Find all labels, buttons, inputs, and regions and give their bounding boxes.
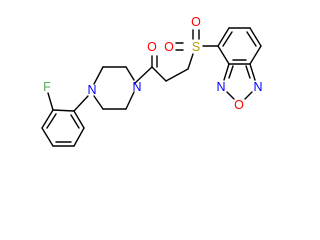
atom-label-sulfur: S: [192, 40, 200, 54]
atom-label-carbonyl-o: O: [147, 40, 157, 54]
atom-label-oxadiazole-o: O: [234, 98, 244, 112]
molecule-structure: O S O O N N F N O N: [41, 15, 263, 147]
atom-label-oxadiazole-n-left: N: [216, 80, 225, 94]
atom-labels: O S O O N N F N O N: [43, 15, 262, 112]
atom-label-aryl-n: N: [87, 83, 96, 97]
atom-label-amide-n: N: [132, 80, 141, 94]
atom-label-oxadiazole-n-right: N: [253, 80, 262, 94]
atom-label-sulfonyl-o-top: O: [191, 15, 201, 29]
atom-label-sulfonyl-o-left: O: [164, 40, 174, 54]
bond-lines: [41, 27, 262, 147]
atom-label-fluorine: F: [43, 80, 51, 94]
